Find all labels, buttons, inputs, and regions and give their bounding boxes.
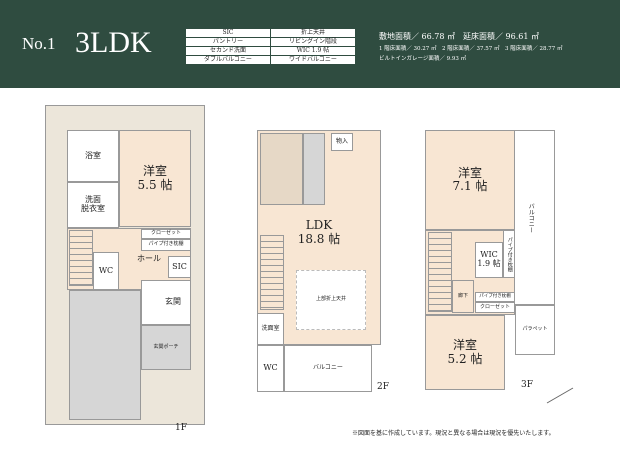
garage-area: ビルトインガレージ面積／ 9.93 ㎡ bbox=[379, 56, 467, 62]
storage-label: 物入 bbox=[335, 137, 348, 145]
feature: パントリー bbox=[185, 37, 271, 47]
bedroom-1f: 洋室 5.5 帖 bbox=[119, 130, 191, 227]
wic-pipe-shelf: パイプ付き枕棚 bbox=[503, 230, 515, 278]
washroom-2f: 洗面室 bbox=[257, 313, 284, 345]
pipe-shelf-label: パイプ付き枕棚 bbox=[148, 241, 184, 248]
pipe-shelf-label: パイプ付き枕棚 bbox=[506, 236, 513, 272]
floor-label-3f: 3F bbox=[521, 380, 533, 390]
corridor-label: 廊下 bbox=[457, 292, 468, 299]
pipe-shelf-3f: パイプ付き枕棚 bbox=[475, 292, 515, 302]
feature: 折上天井 bbox=[270, 28, 356, 38]
feature: WIC 1.9 帖 bbox=[270, 46, 356, 56]
feature: SIC bbox=[185, 28, 271, 38]
bedroom-label: 洋室 5.5 帖 bbox=[137, 164, 173, 192]
parapet-label: パラペット bbox=[522, 326, 548, 333]
closet-label: クローゼット bbox=[479, 303, 510, 310]
washroom-label: 洗面室 bbox=[261, 324, 280, 332]
plan-number: No.1 bbox=[22, 34, 56, 53]
floor-label-2f: 2F bbox=[377, 382, 389, 392]
kitchen-2f bbox=[260, 133, 303, 205]
wc-1f: WC bbox=[93, 252, 119, 290]
garage-1f bbox=[69, 290, 141, 420]
stairs-2f bbox=[260, 235, 284, 310]
stairs-3f bbox=[428, 232, 452, 312]
pipe-shelf-1f: パイプ付き枕棚 bbox=[141, 239, 191, 251]
sic-1f: SIC bbox=[168, 256, 191, 278]
wc-2f: WC bbox=[257, 345, 284, 392]
closet-label: クローゼット bbox=[150, 230, 181, 237]
floor-label-1f: 1F bbox=[175, 423, 187, 433]
bedroom2-label: 洋室 5.2 帖 bbox=[447, 338, 483, 366]
wic-3f: WIC 1.9 帖 bbox=[475, 242, 503, 278]
washroom-1f: 洗面 脱衣室 bbox=[67, 182, 119, 228]
hall-label: ホール bbox=[137, 253, 161, 263]
balcony-2f: バルコニー bbox=[284, 345, 372, 392]
corridor-3f: 廊下 bbox=[452, 280, 474, 313]
bedroom2-3f: 洋室 5.2 帖 bbox=[425, 315, 505, 390]
disclaimer-note: ※図面を基に作成しています。現況と異なる場合は現況を優先いたします。 bbox=[352, 430, 555, 437]
kitchen-counter bbox=[303, 133, 325, 205]
closet-3f: クローゼット bbox=[475, 302, 515, 313]
washroom-label: 洗面 脱衣室 bbox=[81, 195, 105, 213]
wc-label: WC bbox=[263, 363, 278, 373]
stairs-1f bbox=[69, 230, 93, 286]
porch-1f: 玄関ポーチ bbox=[141, 325, 191, 370]
bedroom1-3f: 洋室 7.1 帖 bbox=[425, 130, 515, 230]
balcony-label: バルコニー bbox=[313, 364, 343, 372]
entrance-1f: 玄関 bbox=[141, 280, 191, 325]
storage-2f: 物入 bbox=[331, 133, 353, 151]
ldk-label: LDK 18.8 帖 bbox=[297, 218, 341, 246]
ceiling-label: 上部折上天井 bbox=[315, 296, 346, 303]
wic-label: WIC 1.9 帖 bbox=[477, 250, 501, 268]
bedroom1-label: 洋室 7.1 帖 bbox=[452, 165, 488, 193]
bath-1f: 浴室 bbox=[67, 130, 119, 182]
feature: セカンド洗面 bbox=[185, 46, 271, 56]
feature: リビングイン階段 bbox=[270, 37, 356, 47]
sic-label: SIC bbox=[172, 261, 187, 271]
compass-icon bbox=[546, 387, 574, 404]
floor-areas: 1 階床面積／ 30.27 ㎡ 2 階床面積／ 37.57 ㎡ 3 階床面積／ … bbox=[379, 46, 563, 52]
closet-1f: クローゼット bbox=[141, 229, 191, 239]
feature: ダブルバルコニー bbox=[185, 55, 271, 65]
layout-type: 3LDK bbox=[75, 26, 152, 59]
porch-label: 玄関ポーチ bbox=[153, 343, 179, 350]
site-area: 敷地面積／ 66.78 ㎡ 延床面積／ 96.61 ㎡ bbox=[379, 32, 539, 41]
bath-label: 浴室 bbox=[85, 150, 101, 160]
parapet-3f: パラペット bbox=[515, 305, 555, 355]
wc-label: WC bbox=[98, 265, 114, 275]
feature: ワイドバルコニー bbox=[270, 55, 356, 65]
ceiling-2f: 上部折上天井 bbox=[296, 270, 366, 330]
entrance-label: 玄関 bbox=[165, 297, 181, 307]
pipe-shelf-label: パイプ付き枕棚 bbox=[479, 293, 511, 299]
balcony-label: バルコニー bbox=[527, 202, 535, 233]
